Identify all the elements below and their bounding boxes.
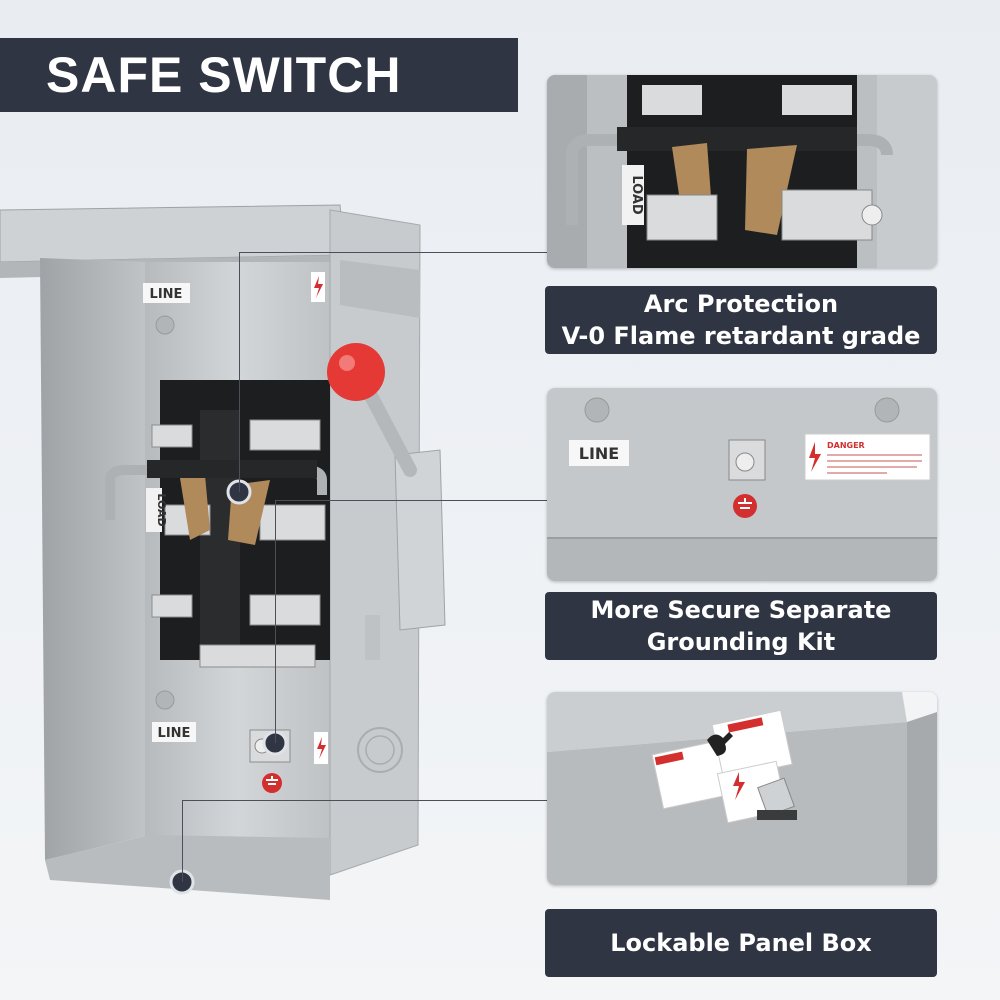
line-label-bottom: LINE — [158, 726, 191, 741]
ground-symbol-icon — [733, 494, 757, 518]
caption-lock-line-1: Lockable Panel Box — [610, 929, 872, 957]
lightning-bolt-icon — [311, 272, 328, 764]
title-banner: SAFE SWITCH — [0, 38, 518, 112]
safe-switch-illustration: LINE LINE LOAD — [0, 204, 446, 900]
danger-label: DANGER — [827, 441, 865, 450]
lightning-bolt-icon — [733, 772, 745, 800]
leader-line-arc — [239, 252, 547, 253]
inset-arc-protection: LOAD — [547, 75, 937, 268]
caption-ground-line-2: Grounding Kit — [646, 628, 836, 656]
leader-line-ground-vertical — [275, 500, 276, 743]
caption-lockable-box: Lockable Panel Box — [545, 909, 937, 977]
caption-arc-line-2: V-0 Flame retardant grade — [561, 322, 921, 350]
inset-grounding-kit: LINE DANGER — [547, 388, 937, 581]
load-label: LOAD — [155, 493, 168, 526]
caption-arc-line-1: Arc Protection — [643, 290, 839, 318]
leader-line-arc-vertical — [239, 252, 240, 492]
line-label-top: LINE — [150, 287, 183, 302]
inset-lockable-box — [547, 692, 937, 885]
page-title: SAFE SWITCH — [46, 47, 402, 103]
caption-ground-line-1: More Secure Separate — [590, 596, 892, 624]
leader-line-lock — [182, 800, 547, 801]
lightning-bolt-icon — [809, 442, 821, 472]
inset-load-label: LOAD — [629, 175, 644, 215]
caption-grounding-kit: More Secure Separate Grounding Kit — [545, 592, 937, 660]
caption-arc-protection: Arc Protection V-0 Flame retardant grade — [545, 286, 937, 354]
hand-warning-icon — [707, 732, 733, 756]
leader-line-ground — [275, 500, 547, 501]
leader-line-lock-vertical — [182, 800, 183, 882]
inset-line-label: LINE — [579, 444, 619, 463]
ground-symbol-icon — [262, 773, 282, 793]
